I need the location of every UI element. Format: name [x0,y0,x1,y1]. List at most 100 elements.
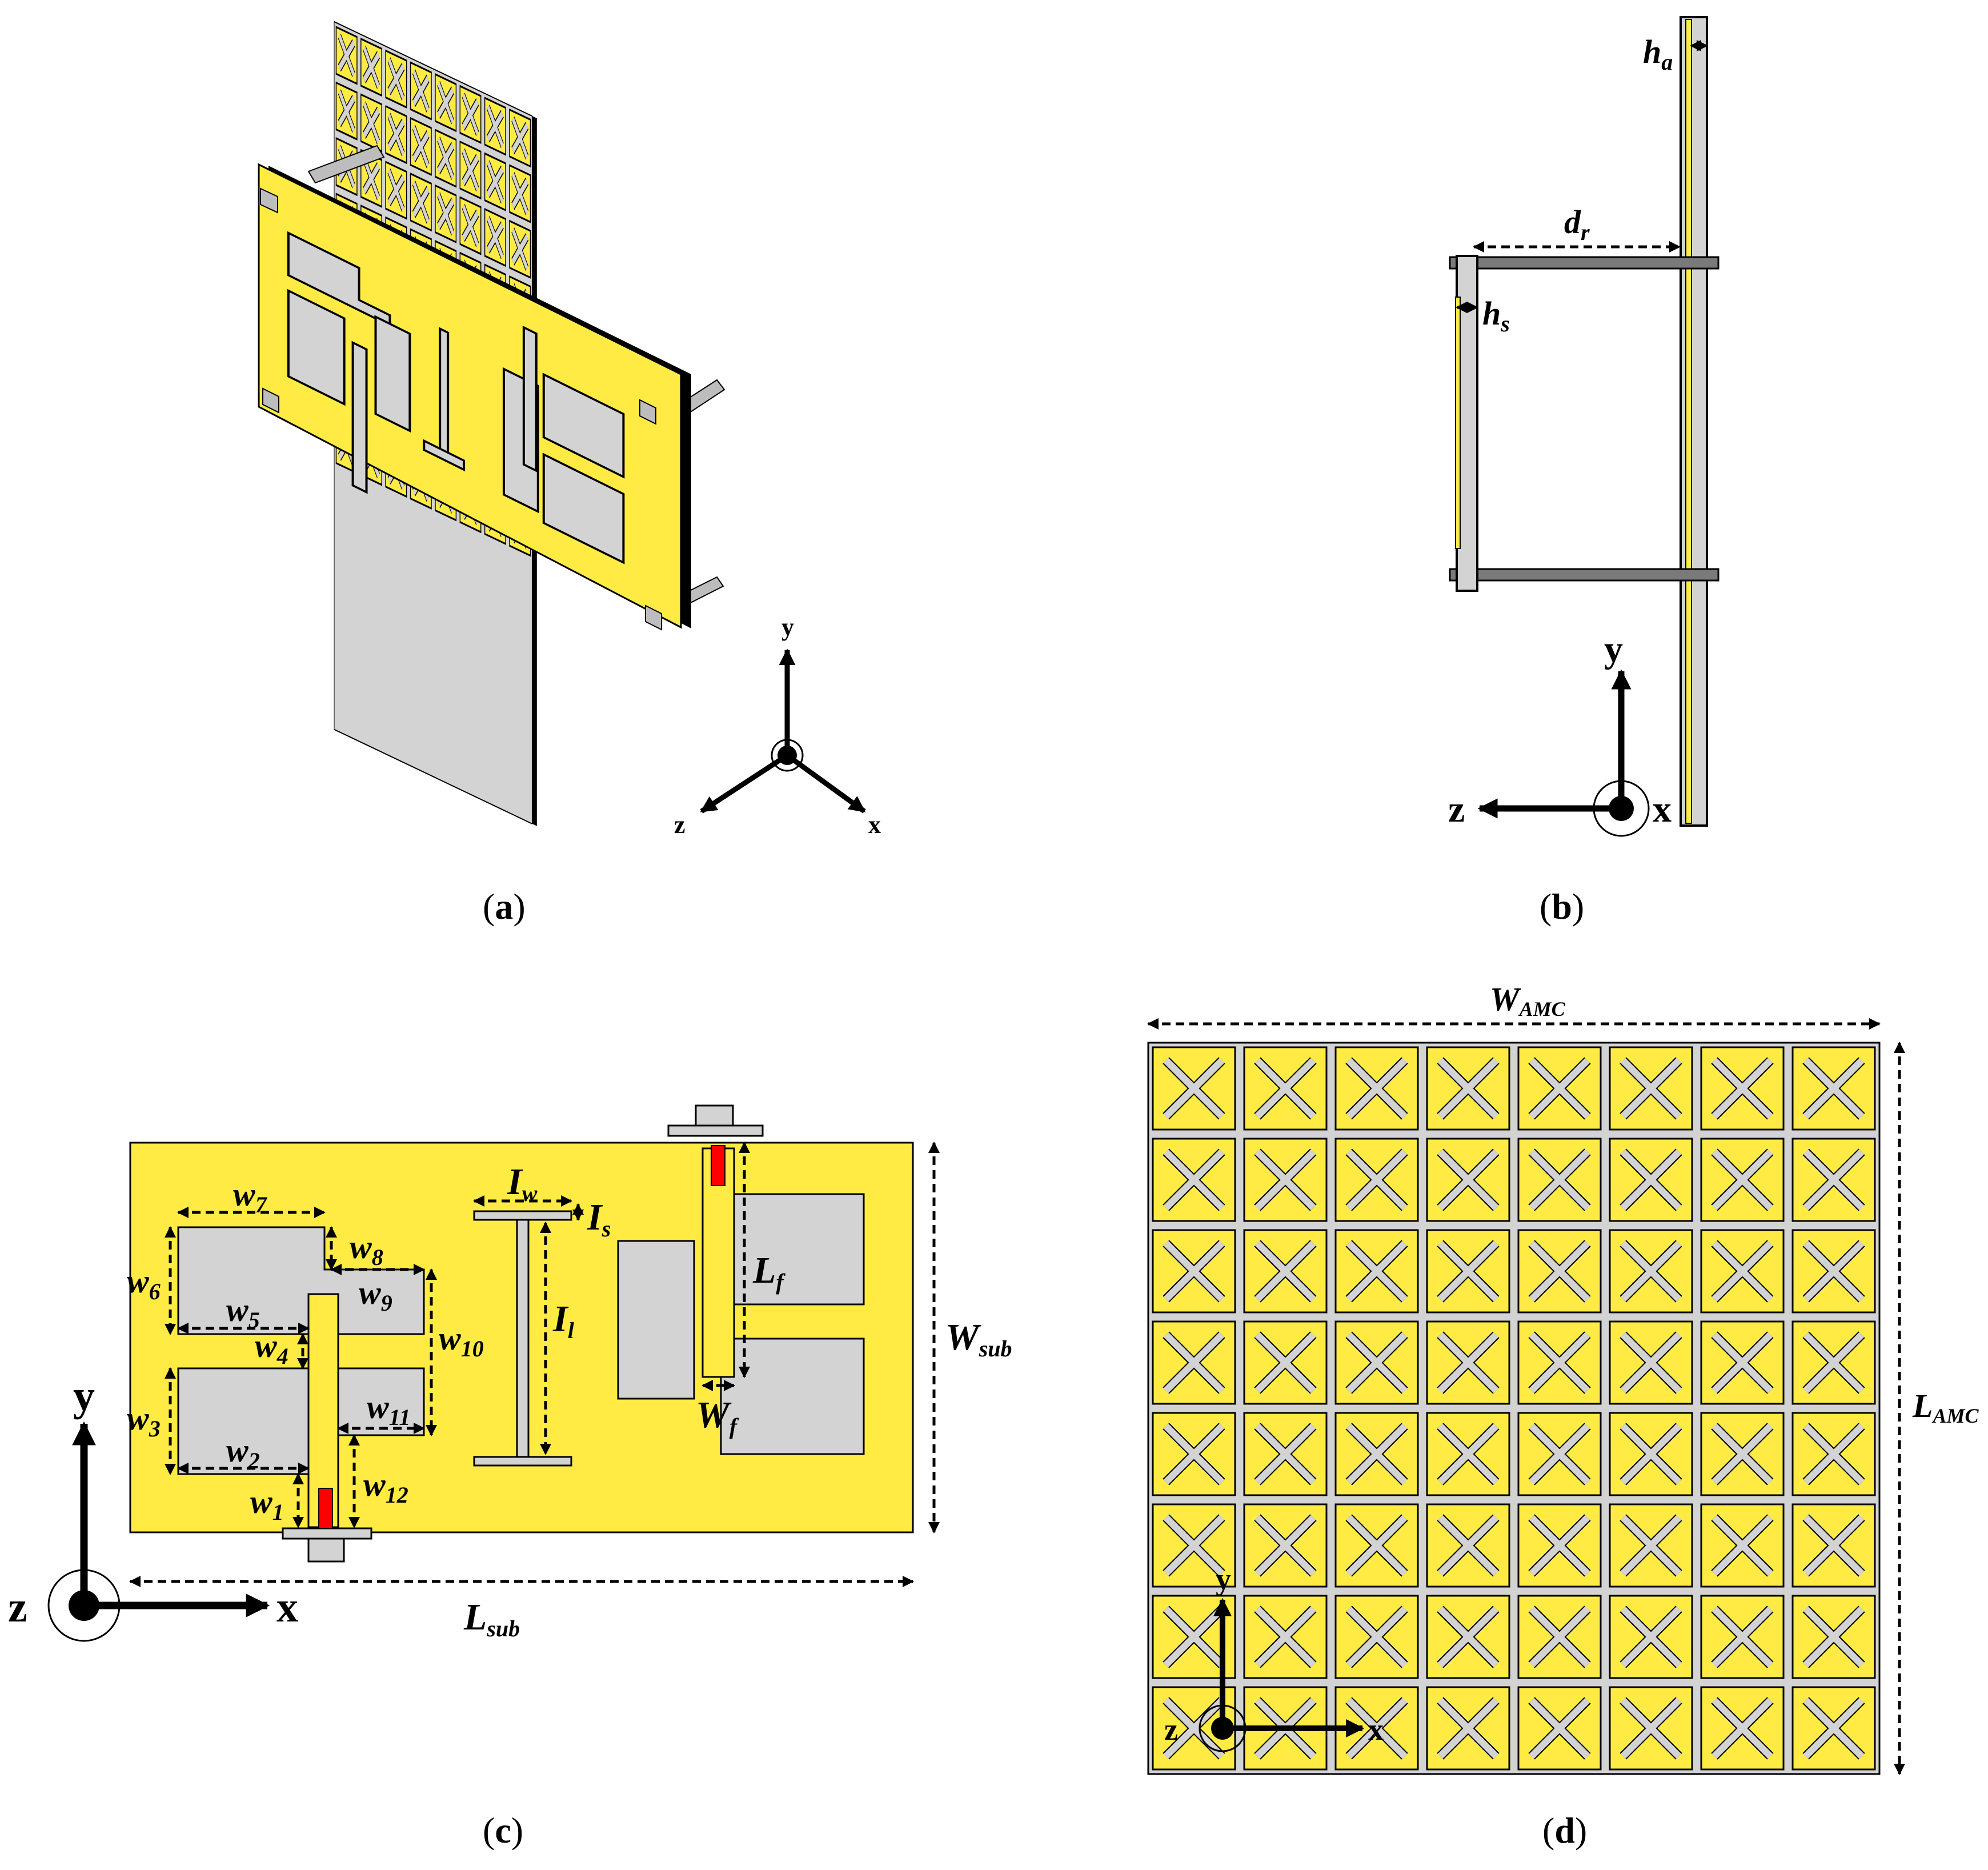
amc-unit-cell [484,97,506,156]
amc-unit-cell [1791,1686,1876,1771]
axes-c: y z x [8,1372,298,1642]
amc-unit-cell [1426,1686,1510,1771]
amc-unit-cell [385,49,407,109]
amc-unit-cell [435,184,457,243]
amc-unit-cell [1791,1595,1876,1679]
amc-unit-cell [1243,1320,1328,1405]
amc-unit-cell [1243,1503,1328,1588]
axis-z-label: z [1448,788,1465,830]
amc-unit-cell [1334,1046,1419,1131]
amc-unit-cell [1517,1503,1602,1588]
iw-label: Iw [507,1161,538,1206]
amc-unit-cell [1243,1229,1328,1314]
amc-unit-cell [1791,1320,1876,1405]
axes-b: y z x [1448,628,1672,837]
amc-unit-cell [1791,1046,1876,1131]
amc-unit-cell [1243,1138,1328,1222]
amc-unit-cell [1517,1595,1602,1679]
amc-unit-cell [1609,1138,1693,1222]
caption-d: (d) [1542,1810,1587,1851]
coax-feed-bottom [282,1488,372,1563]
w5-label: w5 [226,1291,260,1333]
w10-label: w10 [439,1320,484,1362]
axis-x-label: x [1653,788,1672,830]
w12-label: w12 [363,1466,408,1508]
left-slot-structure [177,1226,425,1528]
amc-unit-cell [1243,1412,1328,1496]
amc-unit-cell [335,26,358,85]
amc-unit-cell [1517,1686,1602,1771]
amc-unit-cell [459,85,482,144]
amc-unit-cell [1334,1503,1419,1588]
axis-x-label: x [868,811,881,839]
board-slots [287,231,625,564]
amc-unit-cell [1700,1503,1785,1588]
amc-unit-cell [1334,1229,1419,1314]
amc-unit-cell [385,105,407,165]
amc-unit-cell [1700,1686,1785,1771]
ha-label: ha [1643,33,1673,75]
w2-label: w2 [226,1432,260,1473]
feed-pin [711,1145,726,1186]
dimension-lines-c [129,1142,940,1587]
axis-z-label: z [674,811,686,839]
amc-unit-cell [1426,1138,1510,1222]
amc-unit-cell [1609,1229,1693,1314]
amc-unit-cell [410,61,432,121]
hs-label: hs [1482,295,1510,337]
wsub-label: Wsub [945,1316,1012,1362]
dimension-labels-c: w7 w8 w6 w9 w5 w10 w4 w3 w11 w2 w12 w1 I… [127,1161,1012,1641]
origin-dot [1609,796,1634,821]
amc-unit-cell [1609,1320,1693,1405]
axes-d: y z x [1164,1562,1384,1752]
panel-c: w7 w8 w6 w9 w5 w10 w4 w3 w11 w2 w12 w1 I… [8,1104,1012,1851]
amc-unit-cell [1609,1412,1693,1496]
axis-z-label: z [8,1583,27,1631]
amc-unit-cell [509,164,531,223]
origin-dot [1211,1717,1234,1740]
amc-unit-cell [1334,1595,1419,1679]
w4-label: w4 [255,1327,288,1369]
axis-y-label: y [1216,1562,1231,1596]
axes-a: y z x [674,613,881,839]
lf-label: Lf [752,1250,785,1295]
amc-unit-cell [1334,1686,1419,1771]
axis-x-label: x [1368,1712,1384,1747]
amc-cells [1152,1046,1876,1771]
i-shaped-slot [473,1210,572,1467]
amc-unit-cell [360,93,383,153]
amc-unit-cell [1152,1046,1236,1131]
feed-pin [318,1488,333,1529]
w3-label: w3 [127,1400,161,1441]
amc-unit-cell [1791,1138,1876,1222]
amc-unit-cell [1426,1595,1510,1679]
amc-unit-cell [385,161,407,220]
amc-unit-cell [335,81,358,141]
amc-unit-cell [509,109,531,168]
amc-side-view [1680,16,1708,827]
amc-unit-cell [1152,1229,1236,1314]
amc-unit-cell [1700,1320,1785,1405]
origin-dot [777,746,797,765]
amc-unit-cell [435,129,457,188]
amc-unit-cell [459,196,482,255]
amc-unit-cell [1517,1046,1602,1131]
amc-unit-cell [1334,1138,1419,1222]
axis-z-label: z [1164,1712,1178,1747]
dr-label: dr [1564,203,1590,245]
amc-unit-cell [1152,1503,1236,1588]
axis-y-label: y [73,1372,95,1420]
axis-y-label: y [1604,628,1623,670]
panel-d: WAMC LAMC y z x (d) [1147,980,1979,1851]
w7-label: w7 [233,1176,268,1218]
caption-b: (b) [1540,886,1584,927]
amc-unit-cell [1517,1138,1602,1222]
amc-unit-cell [1426,1412,1510,1496]
amc-unit-cell [1700,1046,1785,1131]
amc-unit-cell [360,38,383,97]
amc-unit-cell [1426,1503,1510,1588]
w11-label: w11 [367,1388,410,1430]
amc-unit-cell [1517,1412,1602,1496]
axis-y-label: y [781,613,794,641]
amc-unit-cell [1152,1412,1236,1496]
